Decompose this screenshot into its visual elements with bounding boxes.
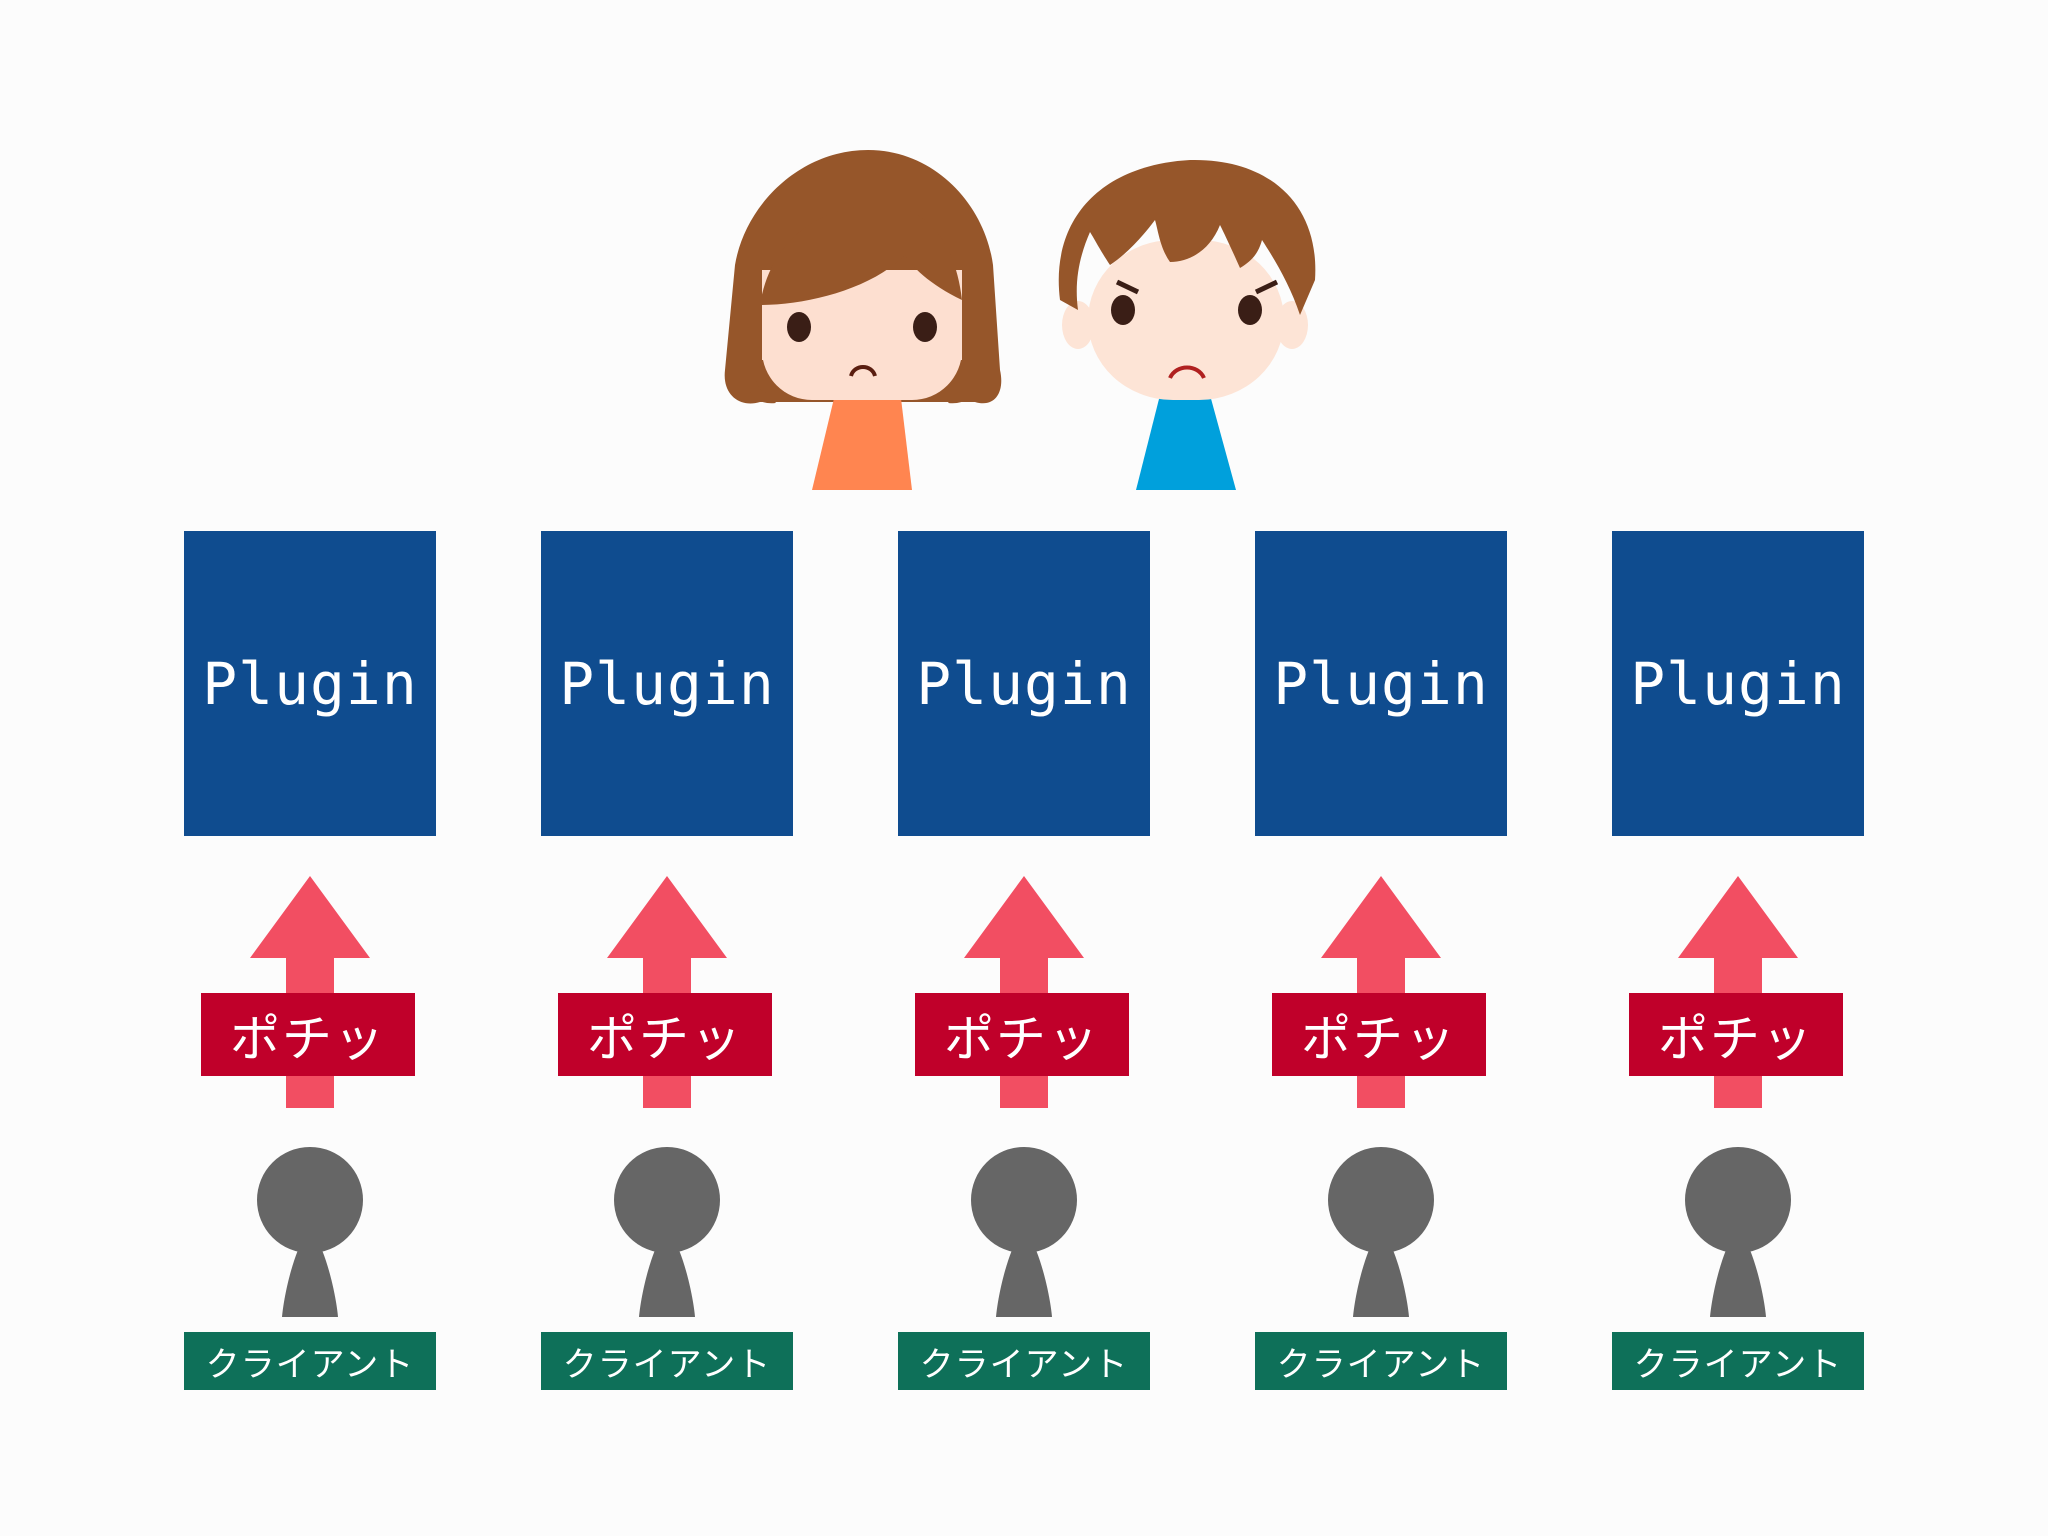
plugin-label: Plugin [559, 650, 775, 718]
click-action-text: ポチッ [1658, 999, 1814, 1071]
plugin-label: Plugin [1273, 650, 1489, 718]
client-label: クライアント [541, 1332, 793, 1390]
client-label-text: クライアント [1634, 1337, 1843, 1386]
client-label: クライアント [898, 1332, 1150, 1390]
client-label-text: クライアント [1277, 1337, 1486, 1386]
plugin-column-2: Plugin ポチッ クライアント [541, 0, 793, 1536]
client-label: クライアント [184, 1332, 436, 1390]
person-icon [964, 1145, 1084, 1317]
plugin-box: Plugin [184, 531, 436, 836]
click-action-text: ポチッ [587, 999, 743, 1071]
click-action-label: ポチッ [201, 993, 415, 1076]
person-icon [1678, 1145, 1798, 1317]
plugin-label: Plugin [202, 650, 418, 718]
client-label-text: クライアント [563, 1337, 772, 1386]
plugin-column-1: Plugin ポチッ クライアント [184, 0, 436, 1536]
plugin-label: Plugin [1630, 650, 1846, 718]
plugin-box: Plugin [898, 531, 1150, 836]
click-action-label: ポチッ [915, 993, 1129, 1076]
client-label-text: クライアント [920, 1337, 1129, 1386]
click-action-label: ポチッ [558, 993, 772, 1076]
plugin-box: Plugin [1255, 531, 1507, 836]
plugin-column-5: Plugin ポチッ クライアント [1612, 0, 1864, 1536]
plugin-box: Plugin [1612, 531, 1864, 836]
plugin-column-4: Plugin ポチッ クライアント [1255, 0, 1507, 1536]
person-icon [250, 1145, 370, 1317]
client-label: クライアント [1255, 1332, 1507, 1390]
click-action-label: ポチッ [1272, 993, 1486, 1076]
click-action-text: ポチッ [1301, 999, 1457, 1071]
click-action-text: ポチッ [944, 999, 1100, 1071]
client-label-text: クライアント [206, 1337, 415, 1386]
person-icon [1321, 1145, 1441, 1317]
person-icon [607, 1145, 727, 1317]
client-label: クライアント [1612, 1332, 1864, 1390]
plugin-label: Plugin [916, 650, 1132, 718]
click-action-text: ポチッ [230, 999, 386, 1071]
click-action-label: ポチッ [1629, 993, 1843, 1076]
plugin-box: Plugin [541, 531, 793, 836]
plugin-column-3: Plugin ポチッ クライアント [898, 0, 1150, 1536]
